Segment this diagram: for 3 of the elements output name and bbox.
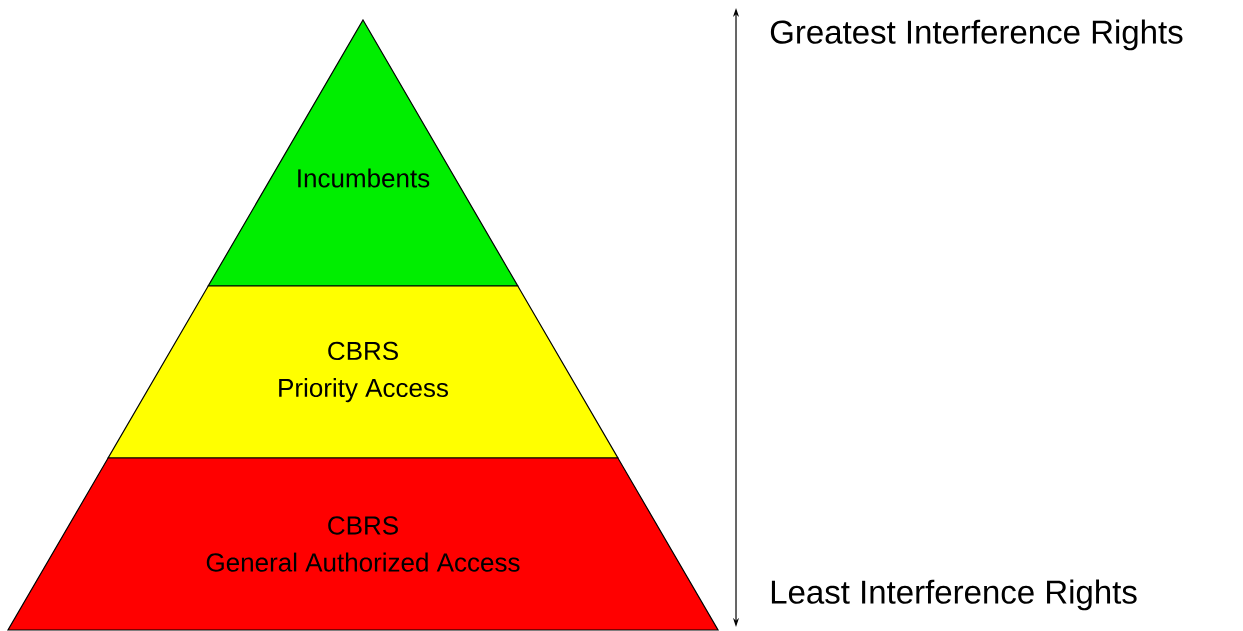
scale-label: Least Interference Rights	[771, 579, 1137, 611]
scale-label: Greatest Interference Rights	[770, 19, 1183, 51]
pyramid-tier: CBRS Priority Access	[107, 285, 619, 459]
